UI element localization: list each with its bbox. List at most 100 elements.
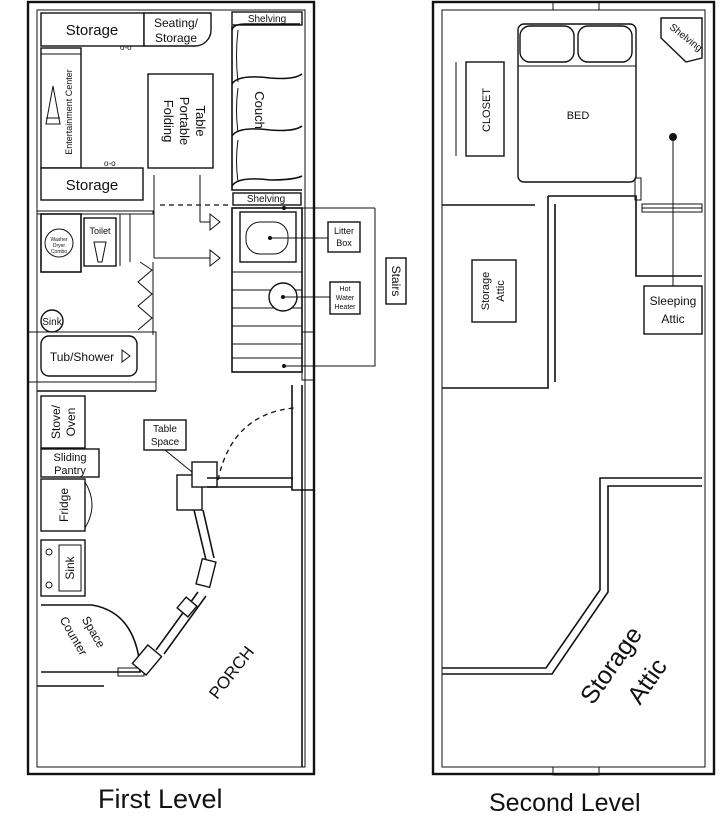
shelving-mid-box <box>232 192 302 206</box>
heater-label-3: Heater <box>334 304 356 311</box>
litter-box-label-box <box>327 221 361 253</box>
attic-wall-2 <box>442 196 549 389</box>
first-level-outer-wall <box>26 0 316 776</box>
rail-post-2 <box>176 596 198 618</box>
first-level-plan: Storage o-o Seating/ Storage Shelving En… <box>26 0 407 776</box>
attic-wall-4-box <box>641 203 703 213</box>
tag-mark: o-o <box>120 43 132 52</box>
sleeping-attic-label-1: Sleeping <box>650 294 697 308</box>
rail-post-3 <box>131 644 163 676</box>
stairs-dot <box>282 364 286 368</box>
heater-label-2: Water <box>336 295 355 302</box>
storage-top-label: Storage <box>66 22 119 39</box>
fridge-box <box>40 478 86 532</box>
closet-label: CLOSET <box>481 88 493 132</box>
toilet-icon <box>93 241 107 263</box>
table-space-leader <box>164 449 193 473</box>
bed-box <box>517 23 637 183</box>
table-icon-2 <box>191 461 218 488</box>
tv-icon <box>45 85 61 125</box>
shelving-top-box <box>231 11 303 26</box>
washer-label-3: Combo <box>51 249 67 255</box>
kitchen-sink-label: Sink <box>63 555 77 579</box>
stove-label-1: Stove/ <box>49 404 63 439</box>
accordion-door <box>137 261 153 331</box>
couch: Couch <box>231 23 303 191</box>
pantry-label-1: Sliding <box>53 452 86 464</box>
folding-table-box <box>147 73 214 169</box>
porch-label: PORCH <box>205 643 258 703</box>
stove-oven-box <box>40 395 86 449</box>
entertainment-center-label: Entertainment Center <box>64 69 74 155</box>
litter-label-2: Box <box>336 238 352 248</box>
stove-label-2: Oven <box>64 408 78 437</box>
porch-rail-1b <box>202 509 215 559</box>
second-level-caption: Second Level <box>489 789 641 817</box>
storage-attic-small-box <box>471 259 517 323</box>
seating-storage-label-1: Seating/ <box>154 16 199 30</box>
faucet-knob-1 <box>45 548 53 556</box>
closet-box <box>465 61 505 157</box>
pantry-box <box>40 448 100 478</box>
rail-post-1 <box>195 557 217 589</box>
litter-dot <box>268 236 272 240</box>
arrow-icon-2 <box>209 212 221 232</box>
bed-stub <box>634 177 642 201</box>
porch-rail-2b <box>163 595 207 655</box>
toilet-label: Toilet <box>89 226 111 236</box>
tag-mark-2: o-o <box>104 159 116 168</box>
shelving-mid-label: Shelving <box>247 194 285 205</box>
stair-treads <box>232 271 302 359</box>
large-attic-wall-outer <box>442 477 702 669</box>
litter-label-1: Litter <box>334 226 354 236</box>
window-bottom <box>552 766 600 776</box>
storage-bottom-box <box>40 167 144 201</box>
shelving-corner-box <box>660 17 703 63</box>
faucet-knob-2 <box>45 581 53 589</box>
sleeping-attic-label-box <box>643 285 703 335</box>
washer-label-2: Dryer <box>53 243 66 249</box>
arrow-icon-1 <box>209 248 221 268</box>
fridge-door-icon <box>84 481 93 529</box>
entertainment-center-box <box>40 47 82 169</box>
folding-table-label-3: Table <box>193 105 208 136</box>
tub-shower-label: Tub/Shower <box>50 350 114 364</box>
pillow-left <box>519 25 575 63</box>
pillow-right <box>577 25 633 63</box>
table-space-label-2: Space <box>151 437 180 448</box>
kitchen-sink-basin <box>58 544 82 592</box>
first-level-inner-wall <box>36 9 306 768</box>
table-icon <box>176 474 203 511</box>
bath-wall-top <box>36 210 154 215</box>
washer-dryer-box <box>40 213 82 273</box>
shelving-top-label: Shelving <box>248 14 286 25</box>
porch-rail-1 <box>193 509 207 561</box>
bed-label: BED <box>567 110 590 122</box>
heater-dot <box>281 295 285 299</box>
couch-label: Couch <box>252 91 267 129</box>
table-space-label-1: Table <box>153 424 177 435</box>
storage-attic-small-label-1: Storage <box>480 272 492 311</box>
large-attic-wall-inner <box>442 485 702 675</box>
second-level-plan: Shelving CLOSET BED Sleeping Attic Stora… <box>431 0 716 776</box>
tub-wall <box>27 331 157 383</box>
washer-drum-icon <box>44 228 74 258</box>
heater-label-box <box>329 281 361 315</box>
porch-wall-top <box>207 477 314 491</box>
heater-label-1: Hot <box>340 286 351 293</box>
first-level-caption: First Level <box>98 784 223 814</box>
stair-window <box>301 331 315 381</box>
tub-shower-box <box>40 335 138 377</box>
door-swing-arc <box>217 407 295 481</box>
window-top <box>552 1 600 11</box>
stairs-label: Stairs <box>389 266 403 297</box>
storage-bottom-label: Storage <box>66 177 119 194</box>
fridge-label: Fridge <box>57 488 71 522</box>
folding-table-label-2: Portable <box>177 97 192 145</box>
folding-table-label-1: Folding <box>161 100 176 143</box>
storage-attic-small-label-2: Attic <box>495 280 507 302</box>
bath-sink-label: Sink <box>42 317 62 328</box>
stairs-label-box <box>385 257 407 305</box>
pantry-label-2: Pantry <box>54 465 86 477</box>
